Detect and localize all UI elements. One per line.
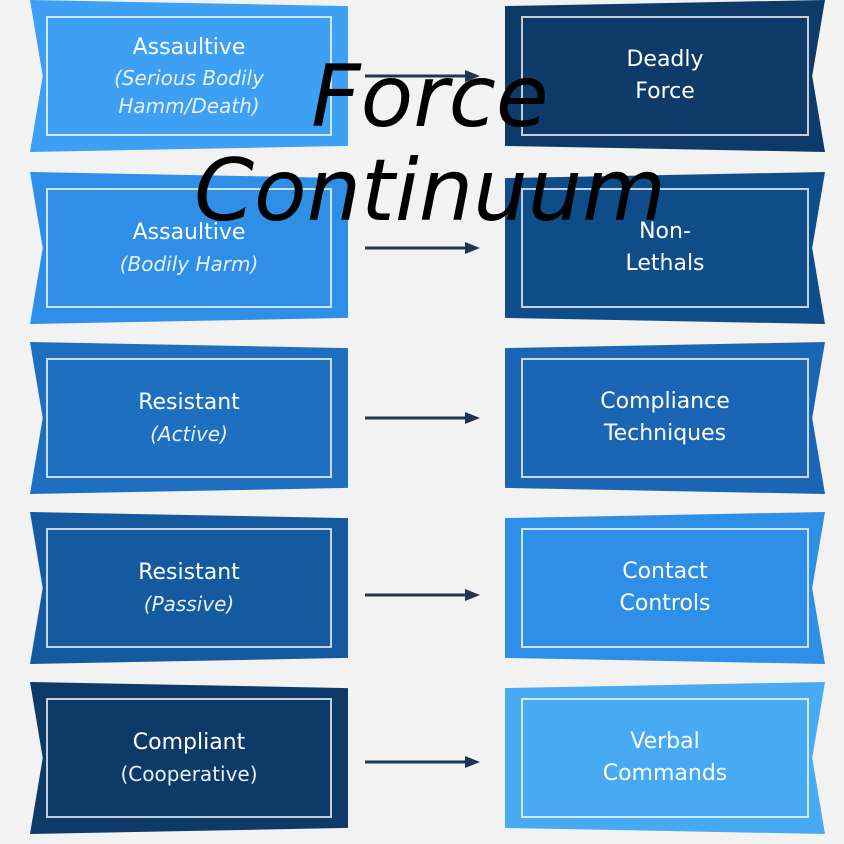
behavior-frame-4: Resistant (Passive) — [46, 528, 332, 648]
response-label-5: Verbal — [630, 729, 700, 754]
response-box-1: Deadly Force — [505, 0, 825, 152]
row-2: Assaultive (Bodily Harm) Non- Lethals — [0, 172, 844, 324]
behavior-label-3: Resistant — [138, 390, 240, 415]
response-frame-3: Compliance Techniques — [521, 358, 809, 478]
response-label-1: Deadly — [626, 47, 704, 72]
behavior-sublabel-4: (Passive) — [143, 592, 235, 616]
response-label-1-line2: Force — [635, 79, 695, 104]
response-box-3: Compliance Techniques — [505, 342, 825, 494]
response-frame-2: Non- Lethals — [521, 188, 809, 308]
behavior-frame-3: Resistant (Active) — [46, 358, 332, 478]
response-label-3-line2: Techniques — [603, 421, 727, 446]
arrow-4 — [365, 585, 480, 605]
arrow-3 — [365, 408, 480, 428]
behavior-box-5: Compliant (Cooperative) — [30, 682, 348, 834]
row-1: Assaultive (Serious Bodily Hamm/Death) D… — [0, 0, 844, 152]
behavior-label-2: Assaultive — [132, 220, 246, 245]
behavior-frame-1: Assaultive (Serious Bodily Hamm/Death) — [46, 16, 332, 136]
response-frame-4: Contact Controls — [521, 528, 809, 648]
behavior-box-3: Resistant (Active) — [30, 342, 348, 494]
response-label-2: Non- — [639, 219, 691, 244]
behavior-label-4: Resistant — [138, 560, 240, 585]
response-label-4: Contact — [622, 559, 708, 584]
response-frame-1: Deadly Force — [521, 16, 809, 136]
arrow-right-icon — [365, 242, 480, 254]
response-label-3: Compliance — [600, 389, 730, 414]
response-box-5: Verbal Commands — [505, 682, 825, 834]
row-4: Resistant (Passive) Contact Controls — [0, 512, 844, 664]
behavior-frame-5: Compliant (Cooperative) — [46, 698, 332, 818]
behavior-sublabel-1: (Serious Bodily Hamm/Death) — [114, 66, 264, 118]
row-5: Compliant (Cooperative) Verbal Commands — [0, 682, 844, 834]
arrow-5 — [365, 752, 480, 772]
arrow-1 — [365, 66, 480, 86]
behavior-box-2: Assaultive (Bodily Harm) — [30, 172, 348, 324]
behavior-label-1: Assaultive — [132, 35, 246, 60]
arrow-right-icon — [365, 412, 480, 424]
behavior-box-1: Assaultive (Serious Bodily Hamm/Death) — [30, 0, 348, 152]
response-label-4-line2: Controls — [619, 591, 711, 616]
arrow-2 — [365, 238, 480, 258]
behavior-frame-2: Assaultive (Bodily Harm) — [46, 188, 332, 308]
behavior-sublabel-3: (Active) — [150, 422, 228, 446]
row-3: Resistant (Active) Compliance Techniques — [0, 342, 844, 494]
response-label-5-line2: Commands — [602, 761, 728, 786]
response-box-4: Contact Controls — [505, 512, 825, 664]
arrow-right-icon — [365, 756, 480, 768]
response-box-2: Non- Lethals — [505, 172, 825, 324]
response-frame-5: Verbal Commands — [521, 698, 809, 818]
behavior-sublabel-2: (Bodily Harm) — [119, 252, 259, 276]
behavior-box-4: Resistant (Passive) — [30, 512, 348, 664]
arrow-right-icon — [365, 589, 480, 601]
response-label-2-line2: Lethals — [625, 251, 705, 276]
behavior-sublabel-5: (Cooperative) — [120, 762, 258, 786]
arrow-right-icon — [365, 70, 480, 82]
behavior-label-5: Compliant — [132, 730, 246, 755]
